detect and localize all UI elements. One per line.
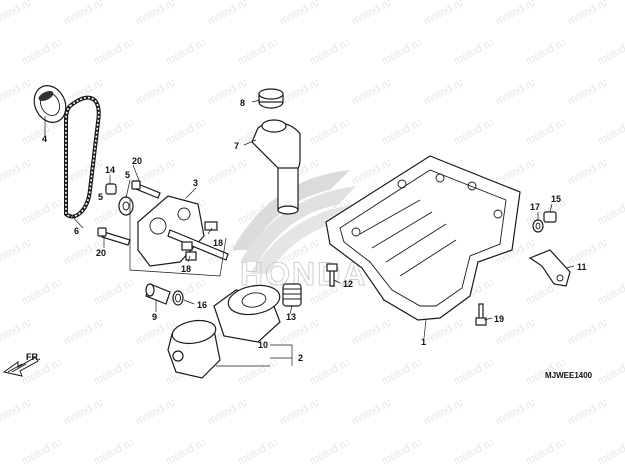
part-14-bolt[interactable] [105,183,117,195]
part-17-washer[interactable] [532,219,544,233]
part-7-filler-pipe[interactable] [251,119,301,215]
callout-1[interactable]: 1 [421,337,426,347]
callout-18-lower[interactable]: 18 [181,264,191,274]
part-1-oil-pan[interactable] [325,155,521,321]
part-6-chain[interactable] [64,95,101,219]
callout-5-lower[interactable]: 5 [98,192,103,202]
part-5-seal[interactable] [118,196,134,216]
part-3-oil-pump[interactable] [137,195,229,267]
leader-lines [44,99,575,367]
part-19-bolt[interactable] [475,303,487,326]
part-13-adapter[interactable] [282,283,302,307]
callout-4[interactable]: 4 [42,134,47,144]
callout-2[interactable]: 2 [298,353,303,363]
part-2-filter-housing[interactable] [167,317,221,379]
callout-3[interactable]: 3 [193,178,198,188]
callout-13[interactable]: 13 [286,312,296,322]
callout-9[interactable]: 9 [152,312,157,322]
callout-7[interactable]: 7 [234,141,239,151]
callout-5-upper[interactable]: 5 [125,170,130,180]
callout-16[interactable]: 16 [197,300,207,310]
callout-18-upper[interactable]: 18 [213,238,223,248]
callout-12[interactable]: 12 [343,279,353,289]
part-11-bracket[interactable] [528,249,571,287]
callout-labels: 4 8 7 3 14 20 5 6 20 18 18 9 16 13 10 2 … [42,98,587,363]
callout-20-upper[interactable]: 20 [132,156,142,166]
part-8-cap[interactable] [258,88,284,109]
part-15-drain-bolt[interactable] [543,211,557,223]
group-bracket-3 [129,200,227,277]
part-12-bolt[interactable] [326,263,338,287]
callout-15[interactable]: 15 [551,194,561,204]
direction-label: FR. [26,352,41,362]
diagram-code: MJWEE1400 [545,371,593,380]
callout-19[interactable]: 19 [494,314,504,324]
front-direction-arrow: FR. [2,352,41,377]
callout-11[interactable]: 11 [577,262,587,272]
callout-17[interactable]: 17 [530,202,540,212]
callout-8[interactable]: 8 [240,98,245,108]
part-20-bolt-lower[interactable] [97,227,131,246]
part-20-bolt-upper[interactable] [131,180,161,199]
callout-14[interactable]: 14 [105,165,115,175]
callout-6[interactable]: 6 [74,226,79,236]
part-16-o-ring[interactable] [172,290,184,306]
callout-20-lower[interactable]: 20 [96,248,106,258]
part-10-oil-filter[interactable] [213,282,282,343]
part-4-sprocket[interactable] [28,80,71,127]
part-9-strainer-pipe[interactable] [145,283,171,305]
honda-wing-logo: HONDA [232,170,366,293]
callout-10[interactable]: 10 [258,340,268,350]
